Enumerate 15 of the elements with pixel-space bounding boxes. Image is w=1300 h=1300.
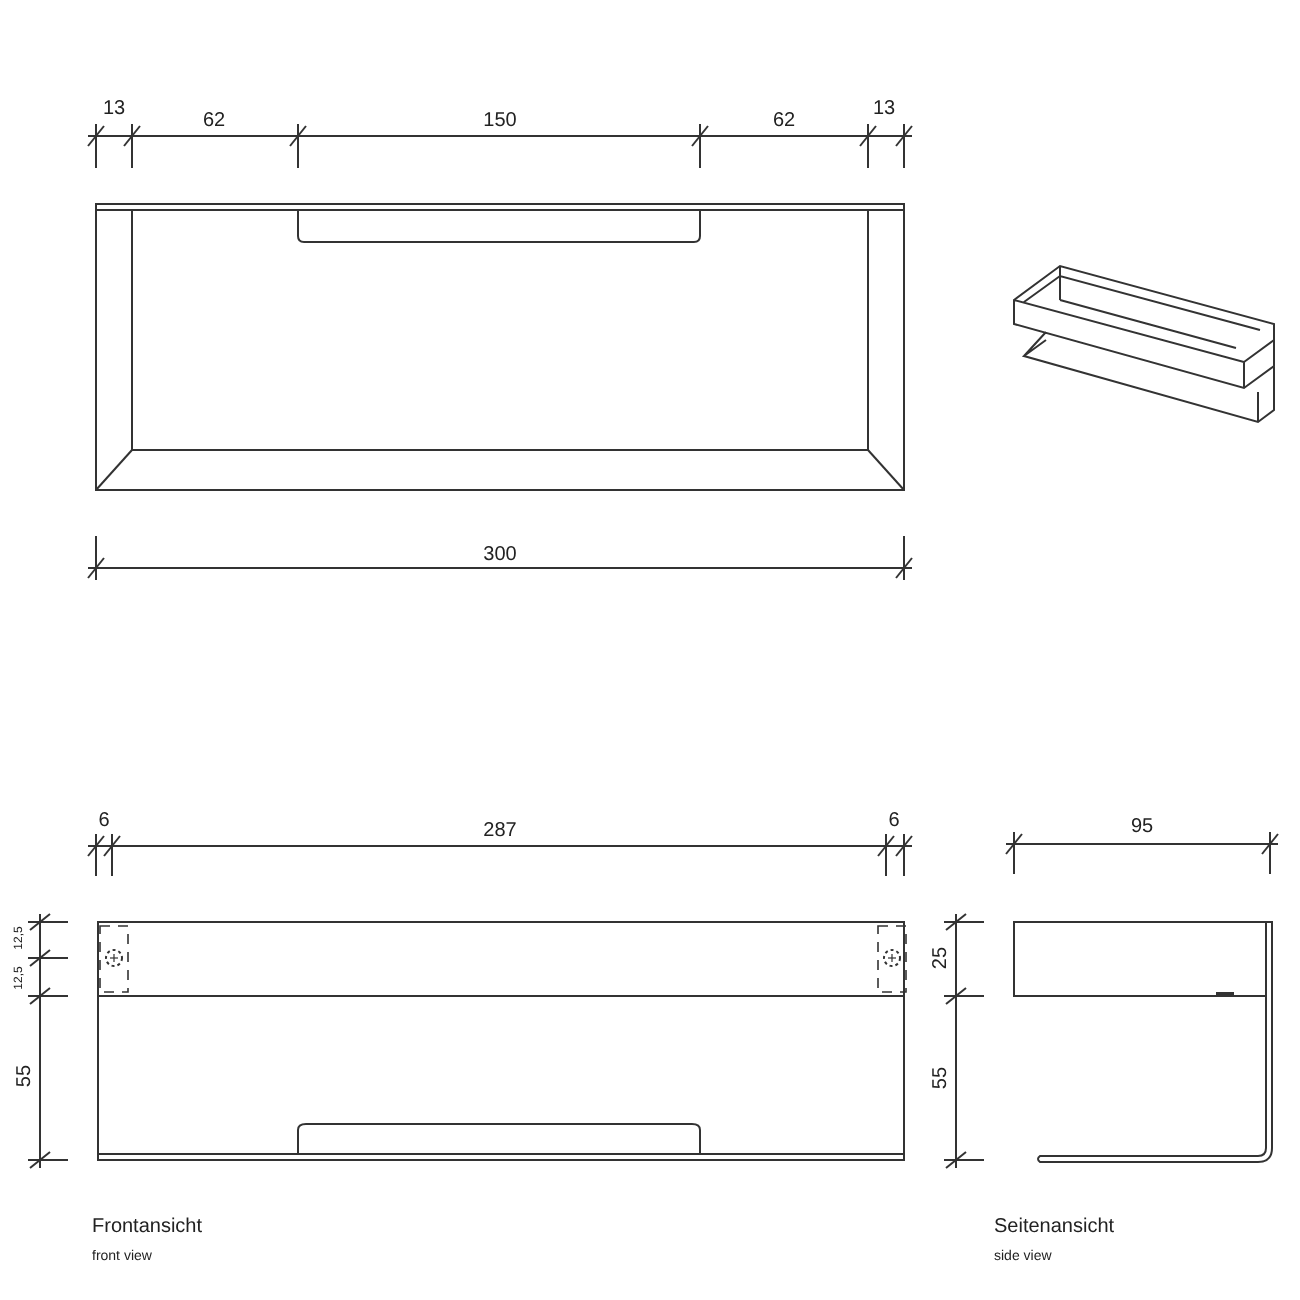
dimension-value: 13 <box>872 100 896 120</box>
dimension-value: 62 <box>772 112 796 132</box>
dimension-value: 55 <box>16 1064 36 1088</box>
view-title: Seitenansicht <box>994 1218 1115 1238</box>
dimension-value: 6 <box>888 812 900 832</box>
dimension-value: 25 <box>932 946 952 970</box>
dimension-value: 300 <box>483 546 517 566</box>
dimension-value: 62 <box>202 112 226 132</box>
dimension-value: 150 <box>483 112 517 132</box>
dimension-value: 13 <box>102 100 126 120</box>
dimension-value: 6 <box>98 812 110 832</box>
dimension-value: 287 <box>483 822 517 842</box>
dimension-value: 95 <box>1130 818 1154 838</box>
dimension-value: 55 <box>932 1066 952 1090</box>
view-title: Frontansicht <box>92 1218 203 1238</box>
